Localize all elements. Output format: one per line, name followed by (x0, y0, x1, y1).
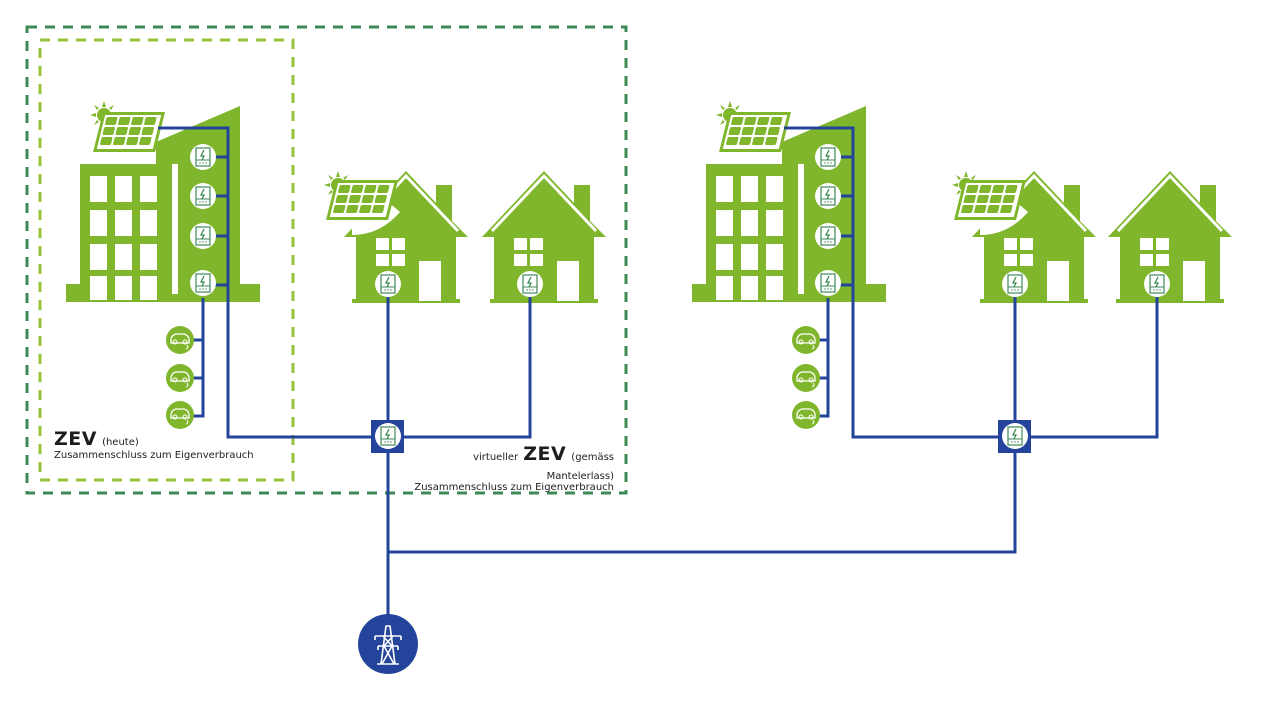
house-icon (480, 169, 608, 305)
vzev-qualifier: (gemäss Mantelerlass) (546, 452, 614, 482)
electricity-meter-icon (516, 270, 544, 298)
electricity-meter-icon (814, 222, 842, 250)
vzev-prefix: virtueller (473, 452, 519, 463)
apartment-building-icon (66, 106, 260, 302)
electricity-meter-icon (1001, 270, 1029, 298)
zev-qualifier: (heute) (102, 437, 139, 448)
vzev-boundary (25, 25, 628, 495)
electricity-meter-icon (814, 182, 842, 210)
electricity-meter-icon (814, 143, 842, 171)
house-icon (1106, 169, 1234, 305)
electricity-meter-icon (1143, 270, 1171, 298)
electricity-meter-icon (189, 182, 217, 210)
vzev-title: ZEV (523, 443, 567, 465)
electricity-meter-icon (189, 143, 217, 171)
electric-car-icon (791, 363, 821, 393)
solar-panel-icon (93, 112, 165, 152)
hub-meter (998, 420, 1031, 453)
electric-car-icon (165, 400, 195, 430)
zev-subtitle: Zusammenschluss zum Eigenverbrauch (54, 449, 254, 461)
solar-panel-icon (954, 180, 1026, 220)
electric-car-icon (165, 325, 195, 355)
group-right (692, 101, 1234, 453)
solar-panel-icon (326, 180, 398, 220)
apartment-building-icon (692, 106, 886, 302)
hub-meter (371, 420, 404, 453)
power-pylon-icon (358, 614, 418, 674)
zev-title: ZEV (54, 428, 97, 450)
electricity-meter-icon (189, 269, 217, 297)
solar-panel-icon (719, 112, 791, 152)
electric-car-icon (791, 400, 821, 430)
electric-car-icon (165, 363, 195, 393)
vzev-subtitle: Zusammenschluss zum Eigenverbrauch (414, 482, 614, 494)
electricity-meter-icon (374, 270, 402, 298)
electric-car-icon (791, 325, 821, 355)
zev-label: ZEV (heute) Zusammenschluss zum Eigenver… (54, 429, 254, 461)
electricity-meter-icon (814, 269, 842, 297)
grid-wiring (386, 453, 1017, 616)
electricity-meter-icon (189, 222, 217, 250)
vzev-label: virtueller ZEV (gemäss Mantelerlass) Zus… (410, 443, 614, 494)
zev-boundary (38, 38, 295, 482)
group-left (66, 101, 608, 453)
